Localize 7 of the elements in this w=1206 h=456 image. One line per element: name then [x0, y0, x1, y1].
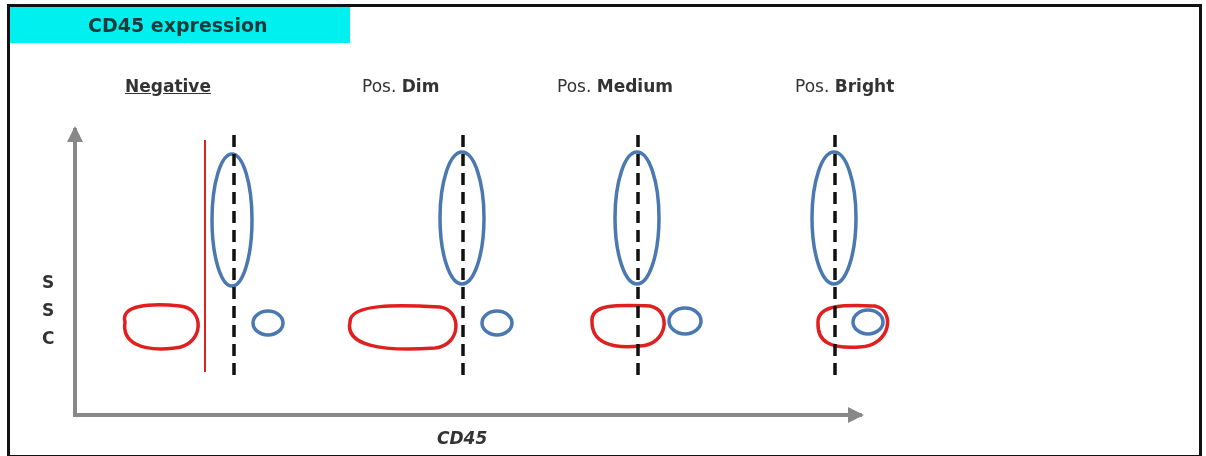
- column-heading: Pos. Dim: [362, 76, 440, 96]
- axis-label: SSC: [42, 271, 54, 350]
- column-heading: Negative: [125, 76, 211, 96]
- title: CD45 expression: [10, 7, 350, 43]
- column-heading: Pos. Bright: [795, 76, 895, 96]
- column-heading: Pos. Medium: [557, 76, 673, 96]
- axis-label: CD45: [437, 428, 488, 448]
